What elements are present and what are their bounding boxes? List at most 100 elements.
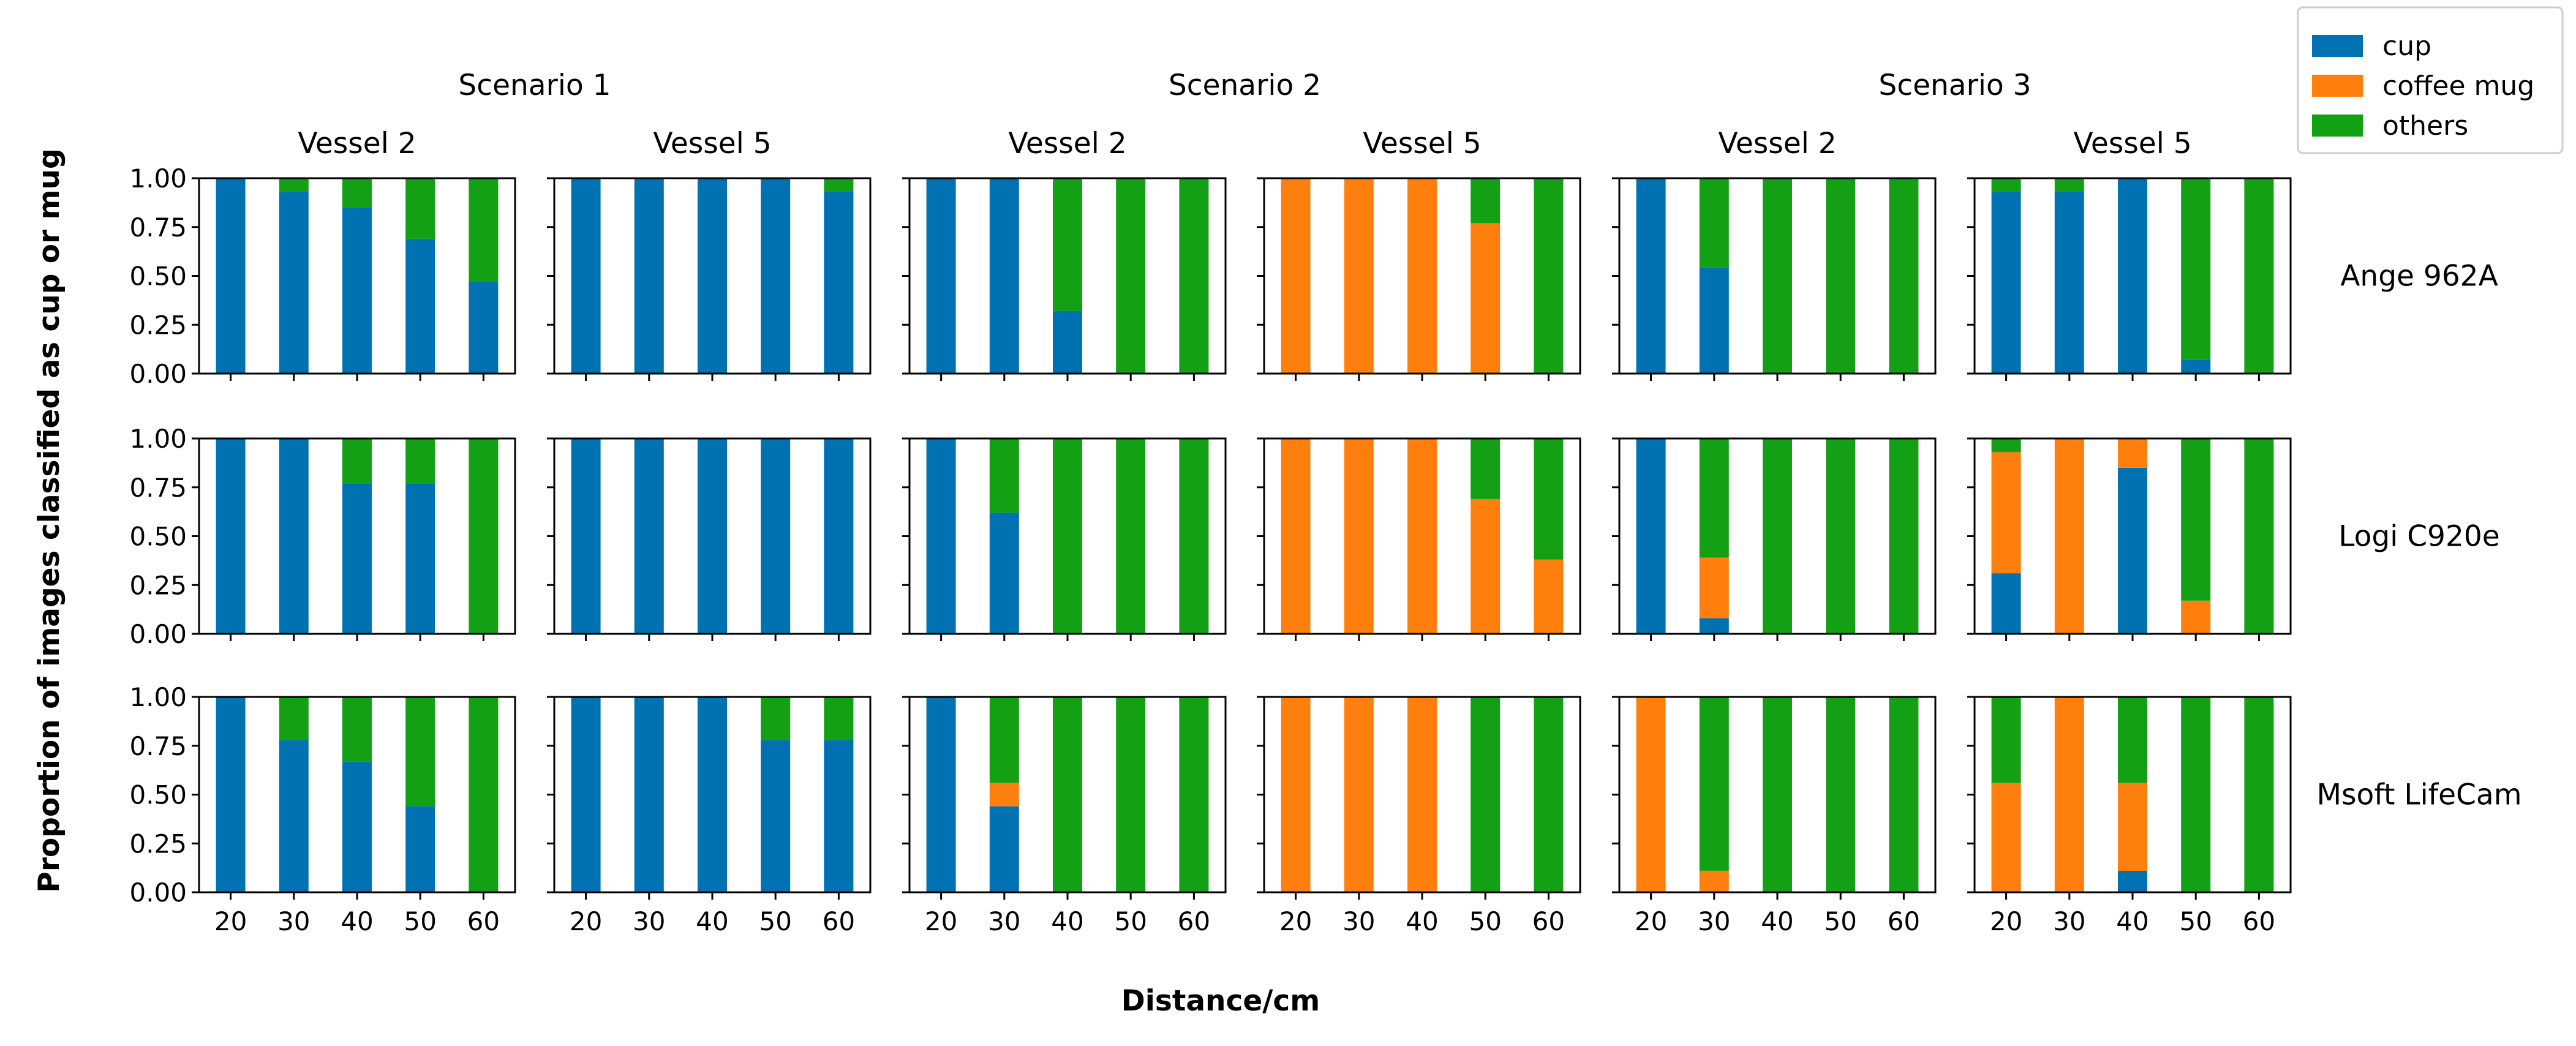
legend-frame (2297, 6, 2564, 154)
bar-segment-others (1991, 697, 2021, 783)
bar-segment-others (1053, 697, 1082, 892)
bar-segment-others (1699, 697, 1729, 871)
y-tick-label: 1.00 (129, 424, 187, 454)
scenario-title: Scenario 3 (1878, 69, 2031, 102)
bar-segment-cup (761, 438, 791, 634)
subplot-r1-c3 (902, 177, 1227, 381)
subplot-r1-c5 (1612, 177, 1937, 381)
x-tick-label: 60 (823, 906, 855, 936)
bar-segment-others (1826, 178, 1856, 374)
y-tick-label: 0.25 (129, 310, 187, 340)
bar-segment-cup (1636, 438, 1666, 634)
bar-segment-cup (698, 178, 727, 374)
bar-segment-cup (342, 483, 372, 634)
subplot-r1-c1: 0.00 0.25 0.50 0.75 1.00 (129, 164, 516, 389)
bar-segment-others (469, 178, 499, 282)
y-tick-label: 0.00 (129, 359, 187, 389)
subplot-r1-c6 (1967, 177, 2292, 381)
subplot-r2-c5 (1612, 437, 1937, 641)
bar-segment-others (342, 438, 372, 484)
bar-segment-others (1179, 438, 1209, 634)
bar-segment-others (279, 697, 309, 740)
bar-segment-others (2244, 178, 2274, 374)
x-tick-label: 50 (1469, 906, 1501, 936)
bar-segment-others (1991, 178, 2021, 192)
bar-segment-cup (926, 438, 956, 634)
bar-segment-others (1889, 438, 1919, 634)
bar-segment-cup (571, 697, 601, 892)
bar-segment-cup (216, 178, 246, 374)
bar-segment-coffee-mug (1991, 783, 2021, 892)
bar-segment-others (761, 697, 791, 740)
subplot-r2-c1: 0.000.250.500.751.00 (129, 424, 516, 649)
bar-segment-cup (926, 178, 956, 374)
bar-segment-others (2244, 697, 2274, 892)
bar-segment-others (1116, 438, 1146, 634)
bar-segment-cup (279, 438, 309, 634)
bar-segment-others (1991, 438, 2021, 453)
bar-segment-others (1053, 178, 1082, 311)
vessel-title: Vessel 2 (1008, 127, 1126, 160)
bar-segment-others (469, 697, 499, 892)
x-tick-label: 60 (1888, 906, 1920, 936)
bar-segment-coffee-mug (1699, 557, 1729, 619)
x-tick-label: 20 (925, 906, 957, 936)
vessel-title: Vessel 5 (653, 127, 771, 160)
bar-segment-cup (761, 178, 791, 374)
bar-segment-others (2181, 697, 2211, 892)
bar-segment-cup (1699, 618, 1729, 634)
x-tick-label: 60 (467, 906, 500, 936)
x-tick-label: 60 (2243, 906, 2275, 936)
bar-segment-cup (698, 697, 727, 892)
subplot-r2-c2 (547, 437, 872, 641)
x-tick-label: 60 (1178, 906, 1210, 936)
bar-segment-cup (469, 282, 499, 374)
x-tick-label: 50 (404, 906, 436, 936)
bar-segment-cup (698, 438, 727, 634)
x-axis-label: Distance/cm (1121, 984, 1320, 1018)
bar-segment-others (1116, 697, 1146, 892)
bar-segment-cup (989, 178, 1019, 374)
bar-segment-others (2244, 438, 2274, 634)
bar-segment-coffee-mug (1407, 178, 1437, 374)
bar-segment-cup (824, 192, 854, 374)
scenario-title: Scenario 2 (1169, 69, 1321, 102)
bar-segment-cup (634, 697, 664, 892)
bar-segment-others (824, 178, 854, 192)
y-tick-label: 1.00 (129, 164, 187, 194)
bar-segment-coffee-mug (1281, 697, 1311, 892)
subplot-r2-c4 (1257, 437, 1581, 641)
bar-segment-coffee-mug (1407, 697, 1437, 892)
y-tick-label: 0.75 (129, 213, 187, 243)
x-tick-label: 40 (1761, 906, 1793, 936)
bar-segment-others (1053, 438, 1082, 634)
bar-segment-coffee-mug (1281, 178, 1311, 374)
camera-row-label: Msoft LifeCam (2317, 778, 2522, 812)
bar-segment-others (405, 178, 435, 239)
bar-segment-others (2054, 178, 2084, 192)
legend-swatch-others (2312, 115, 2363, 137)
bar-segment-others (1889, 178, 1919, 374)
y-tick-label: 0.50 (129, 262, 187, 292)
bar-segment-cup (279, 740, 309, 892)
x-tick-label: 20 (214, 906, 247, 936)
bar-segment-coffee-mug (1471, 223, 1501, 374)
y-tick-label: 0.25 (129, 570, 187, 600)
bar-segment-cup (405, 238, 435, 374)
x-tick-label: 30 (633, 906, 665, 936)
vessel-title: Vessel 5 (1363, 127, 1481, 160)
bar-segment-others (1179, 178, 1209, 374)
bar-segment-others (1889, 697, 1919, 892)
bar-segment-coffee-mug (1699, 870, 1729, 892)
x-tick-label: 40 (2116, 906, 2149, 936)
bar-segment-others (1471, 178, 1501, 224)
x-tick-label: 20 (1279, 906, 1312, 936)
bar-segment-others (1763, 438, 1792, 634)
bar-segment-coffee-mug (2181, 600, 2211, 634)
bar-segment-others (1826, 697, 1856, 892)
bar-segment-others (342, 178, 372, 208)
